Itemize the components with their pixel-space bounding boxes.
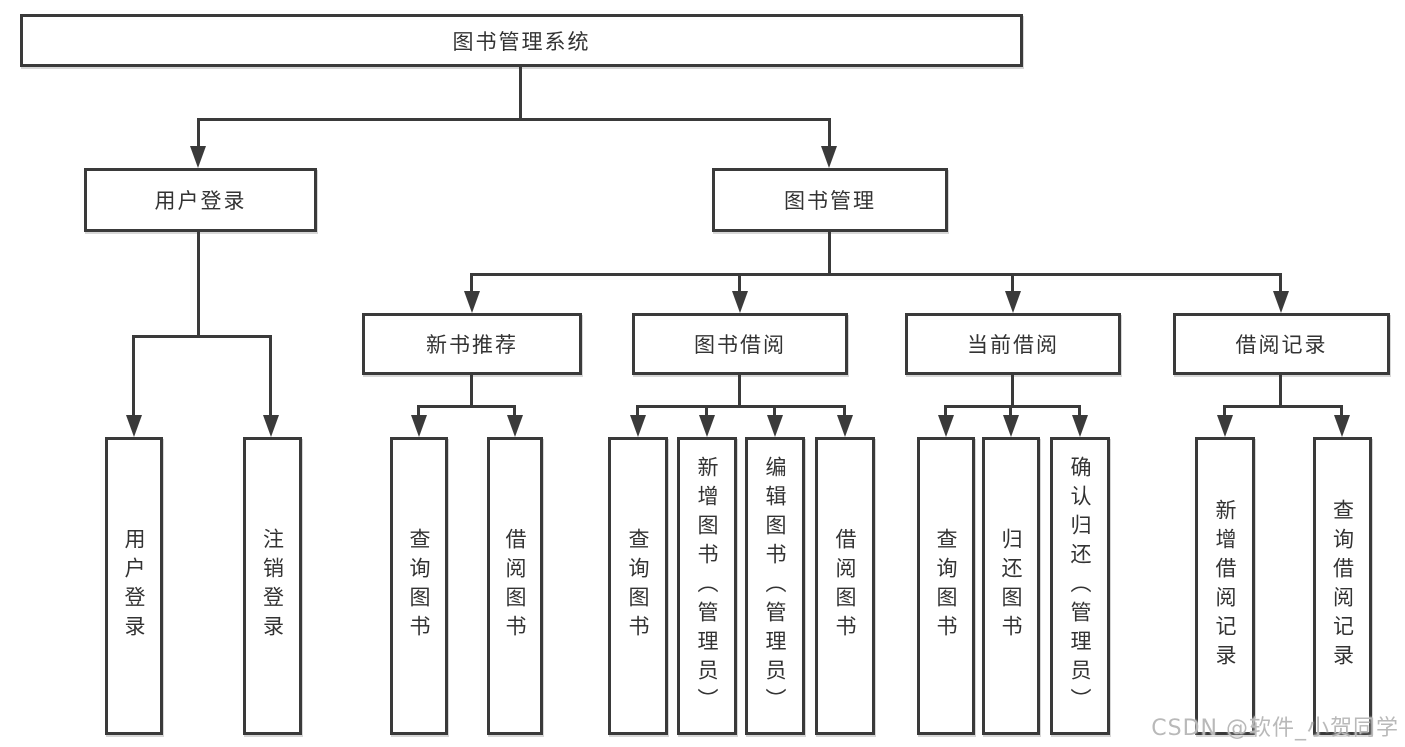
arrow-down-icon bbox=[837, 415, 853, 437]
arrow-down-icon bbox=[507, 415, 523, 437]
connector-drop-leaf bbox=[705, 405, 708, 417]
connector-leaf-rail bbox=[417, 405, 516, 408]
connector-module-trunk bbox=[1011, 375, 1014, 408]
arrow-down-icon bbox=[821, 146, 837, 168]
node-user-login: 用户登录 bbox=[84, 168, 317, 232]
connector-drop-module bbox=[1279, 273, 1282, 293]
connector-module-trunk bbox=[1279, 375, 1282, 408]
watermark: CSDN @软件_小贺同学 bbox=[1151, 716, 1399, 741]
arrow-down-icon bbox=[767, 415, 783, 437]
connector-drop-leaf bbox=[843, 405, 846, 417]
leaf-query-books-borrowing: 查询图书 bbox=[608, 437, 668, 735]
connector-book-management-trunk bbox=[828, 232, 831, 276]
connector-drop-leaf bbox=[417, 405, 420, 417]
arrow-down-icon bbox=[263, 415, 279, 437]
arrow-down-icon bbox=[732, 291, 748, 313]
connector-drop-leaf bbox=[944, 405, 947, 417]
node-library-management-system: 图书管理系统 bbox=[20, 14, 1023, 67]
connector-leaf-rail bbox=[636, 405, 846, 408]
arrow-down-icon bbox=[938, 415, 954, 437]
connector-drop-leaf bbox=[1223, 405, 1226, 417]
connector-drop-leaf bbox=[1009, 405, 1012, 417]
arrow-down-icon bbox=[1217, 415, 1233, 437]
connector-drop-user-login bbox=[197, 118, 200, 148]
connector-drop-leaf bbox=[636, 405, 639, 417]
arrow-down-icon bbox=[126, 415, 142, 437]
connector-user-login-rail bbox=[132, 335, 272, 338]
arrow-down-icon bbox=[1003, 415, 1019, 437]
leaf-confirm-return-admin: 确认归还（管理员） bbox=[1050, 437, 1110, 735]
connector-drop-leaf bbox=[773, 405, 776, 417]
leaf-logout: 注销登录 bbox=[243, 437, 302, 735]
arrow-down-icon bbox=[1005, 291, 1021, 313]
node-new-book-recommend: 新书推荐 bbox=[362, 313, 582, 375]
connector-level3-rail bbox=[470, 273, 1282, 276]
arrow-down-icon bbox=[411, 415, 427, 437]
connector-user-login-trunk bbox=[197, 232, 200, 338]
connector-drop-leaf bbox=[513, 405, 516, 417]
arrow-down-icon bbox=[1273, 291, 1289, 313]
node-book-management: 图书管理 bbox=[712, 168, 948, 232]
connector-drop-leaf bbox=[1340, 405, 1343, 417]
connector-drop-leaf bbox=[269, 335, 272, 417]
connector-level1-rail bbox=[197, 118, 831, 121]
arrow-down-icon bbox=[1334, 415, 1350, 437]
connector-drop-leaf bbox=[132, 335, 135, 417]
leaf-add-borrow-record: 新增借阅记录 bbox=[1195, 437, 1255, 735]
leaf-borrow-books-borrowing: 借阅图书 bbox=[815, 437, 875, 735]
node-borrowing-records: 借阅记录 bbox=[1173, 313, 1390, 375]
leaf-query-borrow-record: 查询借阅记录 bbox=[1313, 437, 1372, 735]
arrow-down-icon bbox=[190, 146, 206, 168]
leaf-edit-book-admin: 编辑图书（管理员） bbox=[745, 437, 805, 735]
connector-module-trunk bbox=[470, 375, 473, 408]
arrow-down-icon bbox=[1072, 415, 1088, 437]
arrow-down-icon bbox=[630, 415, 646, 437]
connector-drop-module bbox=[1011, 273, 1014, 293]
leaf-query-books-recommend: 查询图书 bbox=[390, 437, 448, 735]
arrow-down-icon bbox=[464, 291, 480, 313]
connector-leaf-rail bbox=[1223, 405, 1343, 408]
connector-drop-book-management bbox=[828, 118, 831, 148]
node-book-borrowing: 图书借阅 bbox=[632, 313, 848, 375]
connector-leaf-rail bbox=[944, 405, 1081, 408]
leaf-user-login: 用户登录 bbox=[105, 437, 163, 735]
leaf-return-books: 归还图书 bbox=[982, 437, 1040, 735]
arrow-down-icon bbox=[699, 415, 715, 437]
leaf-query-books-current: 查询图书 bbox=[917, 437, 975, 735]
connector-drop-leaf bbox=[1078, 405, 1081, 417]
connector-drop-module bbox=[738, 273, 741, 293]
connector-drop-module bbox=[470, 273, 473, 293]
node-current-borrowing: 当前借阅 bbox=[905, 313, 1121, 375]
connector-root-trunk bbox=[519, 67, 522, 120]
leaf-borrow-books-recommend: 借阅图书 bbox=[487, 437, 543, 735]
leaf-add-book-admin: 新增图书（管理员） bbox=[677, 437, 737, 735]
connector-module-trunk bbox=[738, 375, 741, 408]
